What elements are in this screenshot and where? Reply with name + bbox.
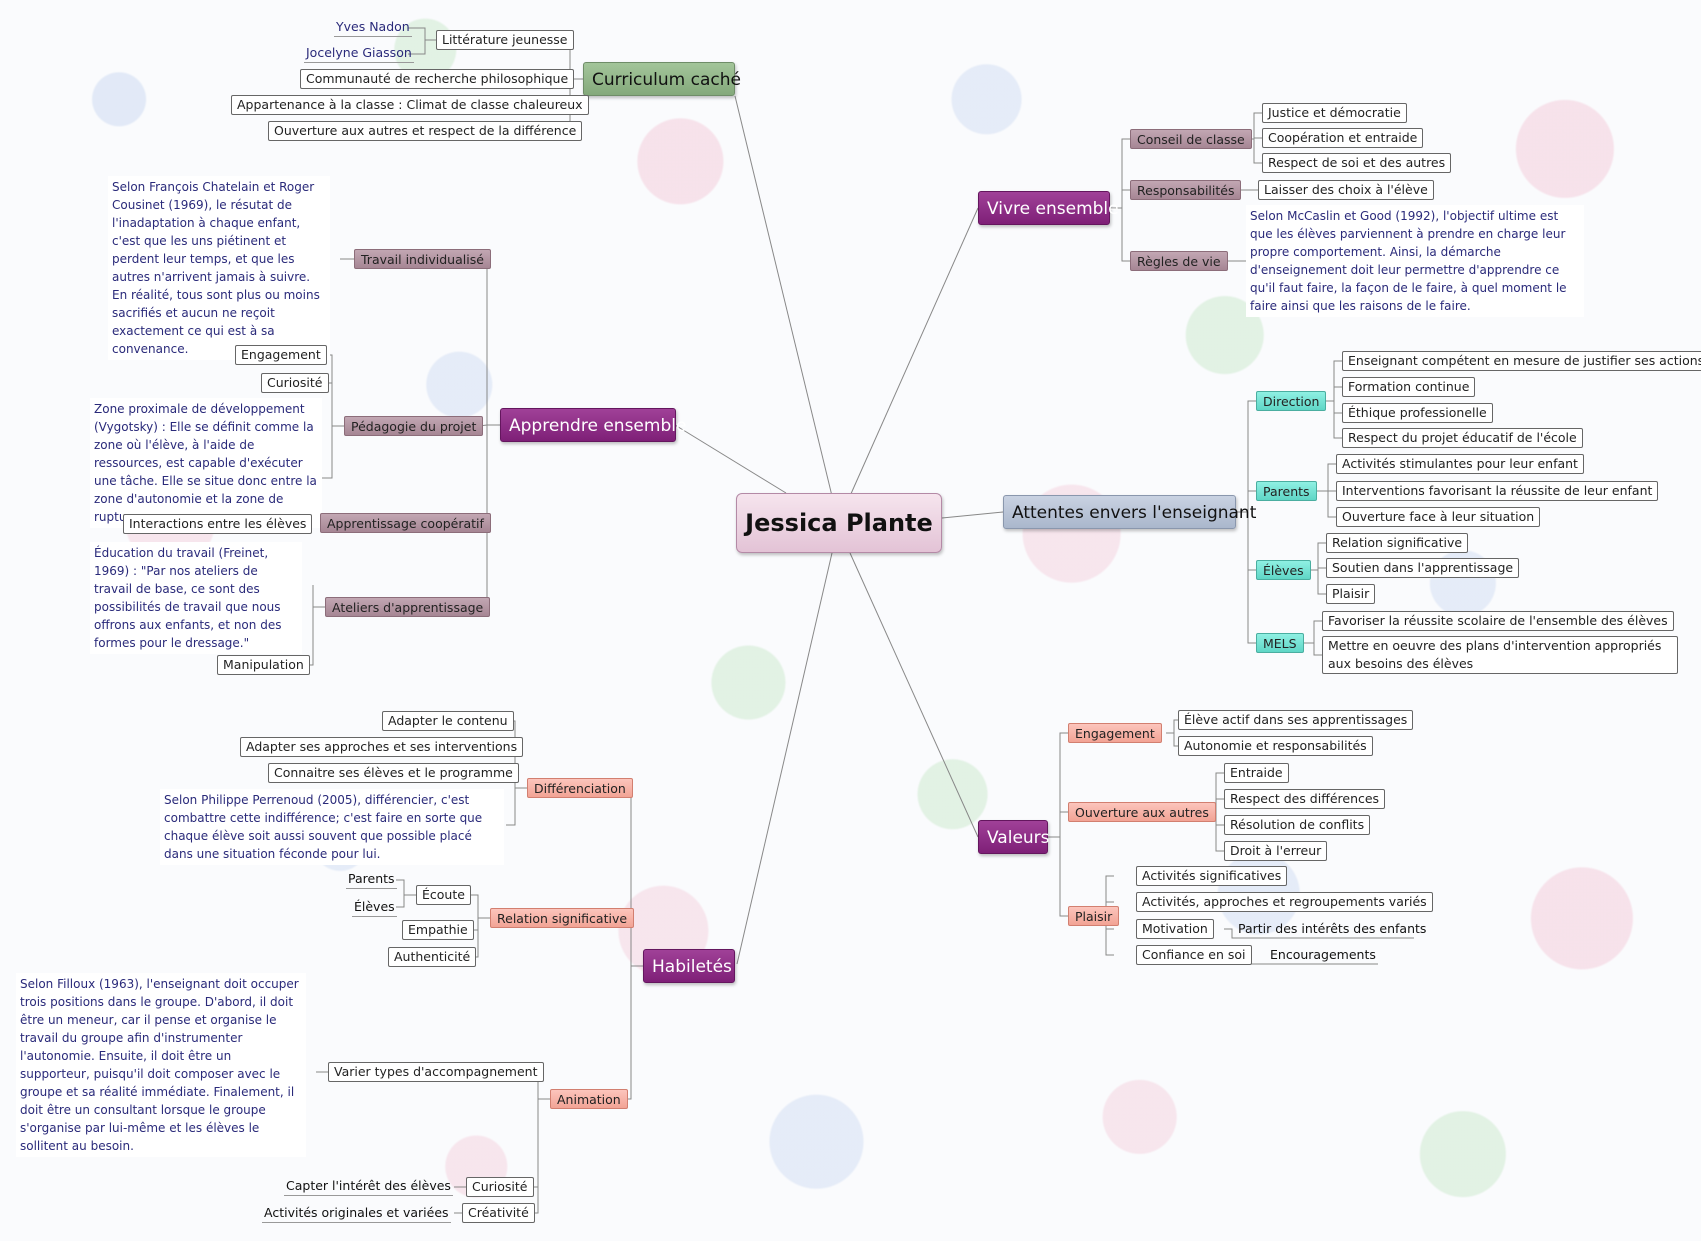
node-ouverture-difference[interactable]: Ouverture aux autres et respect de la di… bbox=[268, 121, 583, 141]
node-engagement[interactable]: Engagement bbox=[235, 345, 327, 365]
note-mccaslin-good: Selon McCaslin et Good (1992), l'objecti… bbox=[1246, 205, 1584, 317]
node-parents-ecoute[interactable]: Parents bbox=[346, 870, 397, 889]
node-plaisir-valeurs[interactable]: Plaisir bbox=[1068, 906, 1120, 926]
node-ouverture-autres[interactable]: Ouverture aux autres bbox=[1068, 802, 1216, 822]
node-enseignant-competent[interactable]: Enseignant compétent en mesure de justif… bbox=[1342, 351, 1701, 371]
node-ouverture-situation[interactable]: Ouverture face à leur situation bbox=[1336, 507, 1541, 527]
node-parents-attentes[interactable]: Parents bbox=[1256, 481, 1317, 501]
node-ecoute[interactable]: Écoute bbox=[416, 885, 471, 905]
note-vygotsky: Zone proximale de développement (Vygotsk… bbox=[90, 398, 322, 528]
node-interactions-eleves[interactable]: Interactions entre les élèves bbox=[123, 514, 313, 534]
node-litterature-jeunesse[interactable]: Littérature jeunesse bbox=[436, 30, 574, 50]
node-ethique-professionelle[interactable]: Éthique professionelle bbox=[1342, 403, 1493, 423]
node-responsabilites[interactable]: Responsabilités bbox=[1130, 180, 1242, 200]
node-activites-originales[interactable]: Activités originales et variées bbox=[262, 1204, 451, 1223]
note-filloux: Selon Filloux (1963), l'enseignant doit … bbox=[16, 973, 306, 1157]
note-chatelain-cousinet: Selon François Chatelain et Roger Cousin… bbox=[108, 176, 330, 360]
topic-curriculum-cache[interactable]: Curriculum caché bbox=[583, 62, 741, 96]
node-justice-democratie[interactable]: Justice et démocratie bbox=[1262, 103, 1407, 123]
node-plaisir-eleves[interactable]: Plaisir bbox=[1326, 584, 1376, 604]
node-activites-significatives[interactable]: Activités significatives bbox=[1136, 866, 1288, 886]
node-communaute-recherche[interactable]: Communauté de recherche philosophique bbox=[300, 69, 575, 89]
node-adapter-approches[interactable]: Adapter ses approches et ses interventio… bbox=[240, 737, 524, 757]
node-animation[interactable]: Animation bbox=[550, 1089, 628, 1109]
node-formation-continue[interactable]: Formation continue bbox=[1342, 377, 1476, 397]
node-apprentissage-cooperatif[interactable]: Apprentissage coopératif bbox=[320, 513, 491, 533]
node-interventions-favorisant[interactable]: Interventions favorisant la réussite de … bbox=[1336, 481, 1659, 501]
node-relation-significative[interactable]: Relation significative bbox=[490, 908, 635, 928]
topic-apprendre-ensemble[interactable]: Apprendre ensemble bbox=[500, 408, 686, 442]
node-engagement-valeurs[interactable]: Engagement bbox=[1068, 723, 1162, 743]
node-empathie[interactable]: Empathie bbox=[402, 920, 474, 940]
node-respect-differences[interactable]: Respect des différences bbox=[1224, 789, 1386, 809]
topic-attentes-enseignant[interactable]: Attentes envers l'enseignant bbox=[1003, 495, 1256, 529]
node-regles-vie[interactable]: Règles de vie bbox=[1130, 251, 1228, 271]
topic-vivre-ensemble[interactable]: Vivre ensemble bbox=[978, 191, 1119, 225]
node-pedagogie-projet[interactable]: Pédagogie du projet bbox=[344, 416, 484, 436]
node-manipulation[interactable]: Manipulation bbox=[217, 655, 310, 675]
node-connaitre-eleves[interactable]: Connaitre ses élèves et le programme bbox=[268, 763, 519, 783]
node-adapter-contenu[interactable]: Adapter le contenu bbox=[382, 711, 514, 731]
node-activites-stimulantes[interactable]: Activités stimulantes pour leur enfant bbox=[1336, 454, 1584, 474]
node-eleve-actif[interactable]: Élève actif dans ses apprentissages bbox=[1178, 710, 1414, 730]
node-autonomie-responsabilites[interactable]: Autonomie et responsabilités bbox=[1178, 736, 1373, 756]
node-yves-nadon[interactable]: Yves Nadon bbox=[334, 18, 412, 37]
node-creativite[interactable]: Créativité bbox=[462, 1203, 535, 1223]
node-partir-interets[interactable]: Partir des intérêts des enfants bbox=[1238, 921, 1427, 936]
node-appartenance-classe[interactable]: Appartenance à la classe : Climat de cla… bbox=[231, 95, 589, 115]
note-freinet: Éducation du travail (Freinet, 1969) : "… bbox=[90, 542, 302, 654]
node-favoriser-reussite[interactable]: Favoriser la réussite scolaire de l'ense… bbox=[1322, 611, 1674, 631]
node-curiosite-animation[interactable]: Curiosité bbox=[466, 1177, 534, 1197]
node-laisser-choix[interactable]: Laisser des choix à l'élève bbox=[1258, 180, 1434, 200]
node-mels[interactable]: MELS bbox=[1256, 633, 1304, 653]
node-ateliers-apprentissage[interactable]: Ateliers d'apprentissage bbox=[325, 597, 491, 617]
node-eleves-attentes[interactable]: Élèves bbox=[1256, 560, 1311, 580]
node-jocelyne-giasson[interactable]: Jocelyne Giasson bbox=[304, 44, 414, 63]
node-curiosite[interactable]: Curiosité bbox=[261, 373, 329, 393]
node-encouragements[interactable]: Encouragements bbox=[1270, 947, 1376, 962]
note-perrenoud: Selon Philippe Perrenoud (2005), différe… bbox=[160, 789, 504, 865]
node-respect-soi[interactable]: Respect de soi et des autres bbox=[1262, 153, 1452, 173]
node-relation-significative-eleves[interactable]: Relation significative bbox=[1326, 533, 1469, 553]
node-capter-interet[interactable]: Capter l'intérêt des élèves bbox=[284, 1177, 453, 1196]
node-varier-accompagnement[interactable]: Varier types d'accompagnement bbox=[328, 1062, 544, 1082]
node-entraide[interactable]: Entraide bbox=[1224, 763, 1289, 783]
node-eleves-ecoute[interactable]: Élèves bbox=[352, 898, 397, 917]
node-confiance-soi[interactable]: Confiance en soi bbox=[1136, 945, 1252, 965]
node-resolution-conflits[interactable]: Résolution de conflits bbox=[1224, 815, 1371, 835]
node-motivation[interactable]: Motivation bbox=[1136, 919, 1214, 939]
node-droit-erreur[interactable]: Droit à l'erreur bbox=[1224, 841, 1328, 861]
node-cooperation-entraide[interactable]: Coopération et entraide bbox=[1262, 128, 1424, 148]
node-plans-intervention[interactable]: Mettre en oeuvre des plans d'interventio… bbox=[1322, 636, 1678, 674]
node-travail-individualise[interactable]: Travail individualisé bbox=[354, 249, 491, 269]
node-differenciation[interactable]: Différenciation bbox=[527, 778, 633, 798]
node-respect-projet-educatif[interactable]: Respect du projet éducatif de l'école bbox=[1342, 428, 1583, 448]
node-activites-approches-variees[interactable]: Activités, approches et regroupements va… bbox=[1136, 892, 1433, 912]
node-soutien-apprentissage[interactable]: Soutien dans l'apprentissage bbox=[1326, 558, 1520, 578]
node-authenticite[interactable]: Authenticité bbox=[388, 947, 477, 967]
node-direction[interactable]: Direction bbox=[1256, 391, 1327, 411]
root-topic[interactable]: Jessica Plante bbox=[736, 493, 942, 553]
topic-valeurs[interactable]: Valeurs bbox=[978, 820, 1050, 854]
topic-habiletes[interactable]: Habiletés bbox=[643, 949, 735, 983]
node-conseil-classe[interactable]: Conseil de classe bbox=[1130, 129, 1252, 149]
